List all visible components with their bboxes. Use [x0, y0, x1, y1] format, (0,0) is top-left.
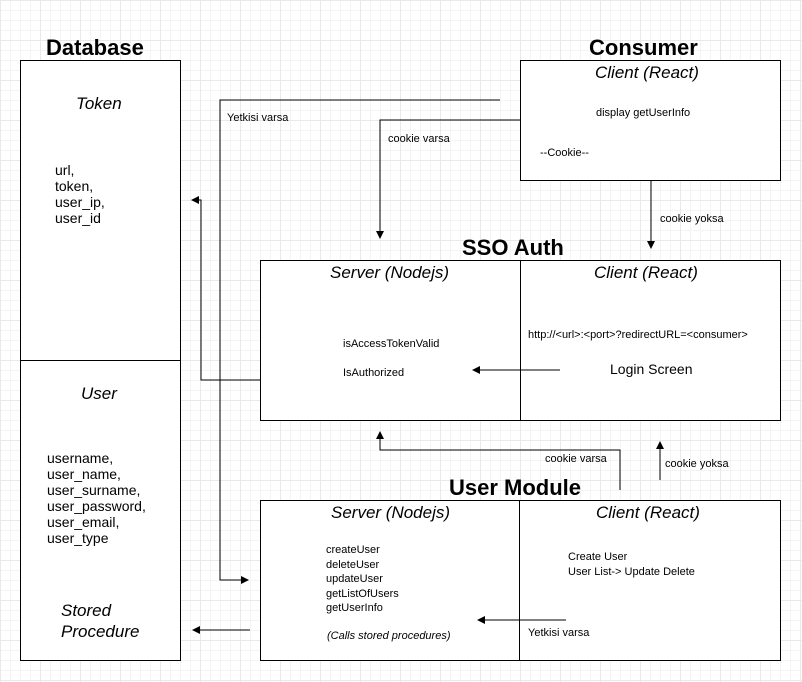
sso-redirect-url: http://<url>:<port>?redirectURL=<consume… — [528, 329, 748, 341]
um-method: updateUser — [326, 573, 383, 585]
um-method: createUser — [326, 544, 380, 556]
um-server-note: (Calls stored procedures) — [327, 630, 451, 642]
consumer-client-title: Client (React) — [595, 63, 699, 82]
um-client-line: Create User — [568, 551, 628, 563]
token-field: url, — [55, 162, 75, 178]
stored-procedure-line: Procedure — [61, 622, 140, 641]
sso-server-title: Server (Nodejs) — [330, 263, 450, 282]
edge-label-cookie-varsa-bottom: cookie varsa — [545, 453, 607, 465]
um-method: getListOfUsers — [326, 587, 399, 600]
sso-auth-title: SSO Auth — [462, 235, 564, 260]
um-server-title: Server (Nodejs) — [331, 503, 451, 522]
user-module-title: User Module — [449, 475, 582, 500]
user-fields: username, user_name, user_surname, user_… — [47, 450, 146, 547]
sso-method-access-token: isAccessTokenValid — [343, 338, 440, 350]
sso-method-authorized: IsAuthorized — [343, 367, 405, 379]
um-method: deleteUser — [326, 558, 380, 571]
consumer-title: Consumer — [589, 35, 698, 60]
arrow-sso-server-to-token — [191, 196, 260, 381]
edge-label-cookie-yoksa-top: cookie yoksa — [660, 213, 724, 225]
database-title: Database — [46, 35, 144, 60]
user-field: user_type — [47, 530, 109, 547]
consumer-display-text: display getUserInfo — [596, 107, 691, 119]
user-field: user_surname, — [47, 482, 141, 499]
sso-client-title: Client (React) — [594, 263, 698, 282]
token-fields: url, token, user_ip, user_id — [55, 162, 105, 226]
edge-label-yetkisi-varsa: Yetkisi varsa — [227, 112, 289, 124]
user-field: user_name, — [47, 466, 121, 483]
sso-login-screen: Login Screen — [610, 361, 693, 377]
database-divider — [20, 360, 181, 361]
stored-procedure-line: Stored — [61, 601, 112, 620]
user-field: user_email, — [47, 514, 120, 531]
token-table-title: Token — [76, 94, 122, 113]
um-client-lines: Create User User List-> Update Delete — [568, 550, 695, 579]
um-client-authorized: Yetkisi varsa — [528, 627, 590, 639]
um-client-title: Client (React) — [596, 503, 700, 522]
consumer-cookie-text: --Cookie-- — [540, 147, 589, 159]
um-client-line: User List-> Update Delete — [568, 565, 695, 578]
user-table-title: User — [81, 384, 117, 403]
user-field: user_password, — [47, 498, 146, 515]
um-method: getUserInfo — [326, 602, 383, 614]
sso-auth-divider — [520, 260, 521, 421]
user-field: username, — [47, 450, 114, 466]
stored-procedure-label: Stored Procedure — [61, 600, 139, 642]
token-field: user_id — [55, 210, 101, 227]
token-field: user_ip, — [55, 194, 105, 211]
um-server-methods: createUser deleteUser updateUser getList… — [326, 543, 399, 616]
edge-label-cookie-yoksa-bottom: cookie yoksa — [665, 458, 729, 470]
edge-label-cookie-varsa-top: cookie varsa — [388, 133, 450, 145]
token-field: token, — [55, 178, 94, 195]
user-module-divider — [519, 500, 520, 661]
consumer-client-box — [520, 60, 781, 181]
